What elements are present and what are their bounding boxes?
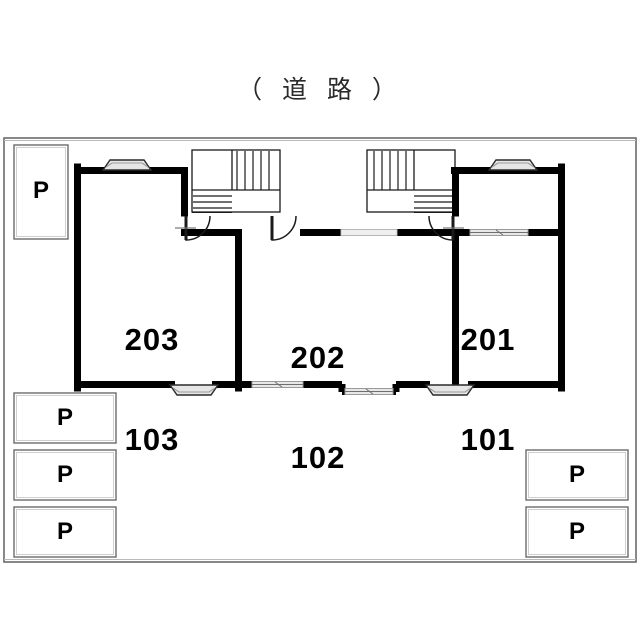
sliding-window-corridor-right bbox=[469, 229, 529, 236]
sliding-window-bottom-left bbox=[251, 381, 304, 388]
parking-space-top-left[interactable] bbox=[13, 144, 69, 240]
parking-area bbox=[13, 144, 629, 558]
parking-label-top-left: P bbox=[32, 177, 49, 204]
parking-label-left-1: P bbox=[56, 404, 73, 431]
unit-number-upper-right: 201 bbox=[460, 321, 516, 357]
unit-label-201-101: 201 101 bbox=[438, 256, 538, 524]
unit-label-203-103: 203 103 bbox=[102, 256, 202, 524]
unit-number-lower-mid: 102 bbox=[290, 440, 346, 476]
parking-label-left-2: P bbox=[56, 461, 73, 488]
unit-number-upper-mid: 202 bbox=[290, 339, 346, 375]
parking-space-right-1[interactable] bbox=[525, 449, 629, 501]
parking-label-right-2: P bbox=[568, 518, 585, 545]
stairwell-left bbox=[191, 149, 281, 213]
parking-label-right-1: P bbox=[568, 461, 585, 488]
parking-space-left-3[interactable] bbox=[13, 506, 117, 558]
parking-space-left-1[interactable] bbox=[13, 392, 117, 444]
door-unit-203[interactable] bbox=[175, 215, 211, 241]
sliding-window-corridor-left bbox=[340, 229, 398, 236]
bay-window-top-right bbox=[487, 159, 539, 171]
bay-window-bottom-right bbox=[424, 384, 476, 396]
parking-label-left-3: P bbox=[56, 518, 73, 545]
unit-number-lower-right: 101 bbox=[460, 422, 516, 458]
bay-window-bottom-left bbox=[168, 384, 220, 396]
door-unit-202[interactable] bbox=[270, 215, 297, 241]
parking-space-right-2[interactable] bbox=[525, 506, 629, 558]
unit-label-202-102: 202 102 bbox=[268, 274, 368, 542]
sliding-window-bottom-mid bbox=[344, 388, 394, 395]
stairwell-right bbox=[366, 149, 456, 213]
bay-window-top-left bbox=[101, 159, 153, 171]
parking-space-left-2[interactable] bbox=[13, 449, 117, 501]
unit-number-upper-left: 203 bbox=[124, 321, 180, 357]
road-label: （ 道 路 ） bbox=[237, 75, 403, 104]
unit-number-lower-left: 103 bbox=[124, 422, 180, 458]
door-unit-201[interactable] bbox=[428, 215, 464, 241]
